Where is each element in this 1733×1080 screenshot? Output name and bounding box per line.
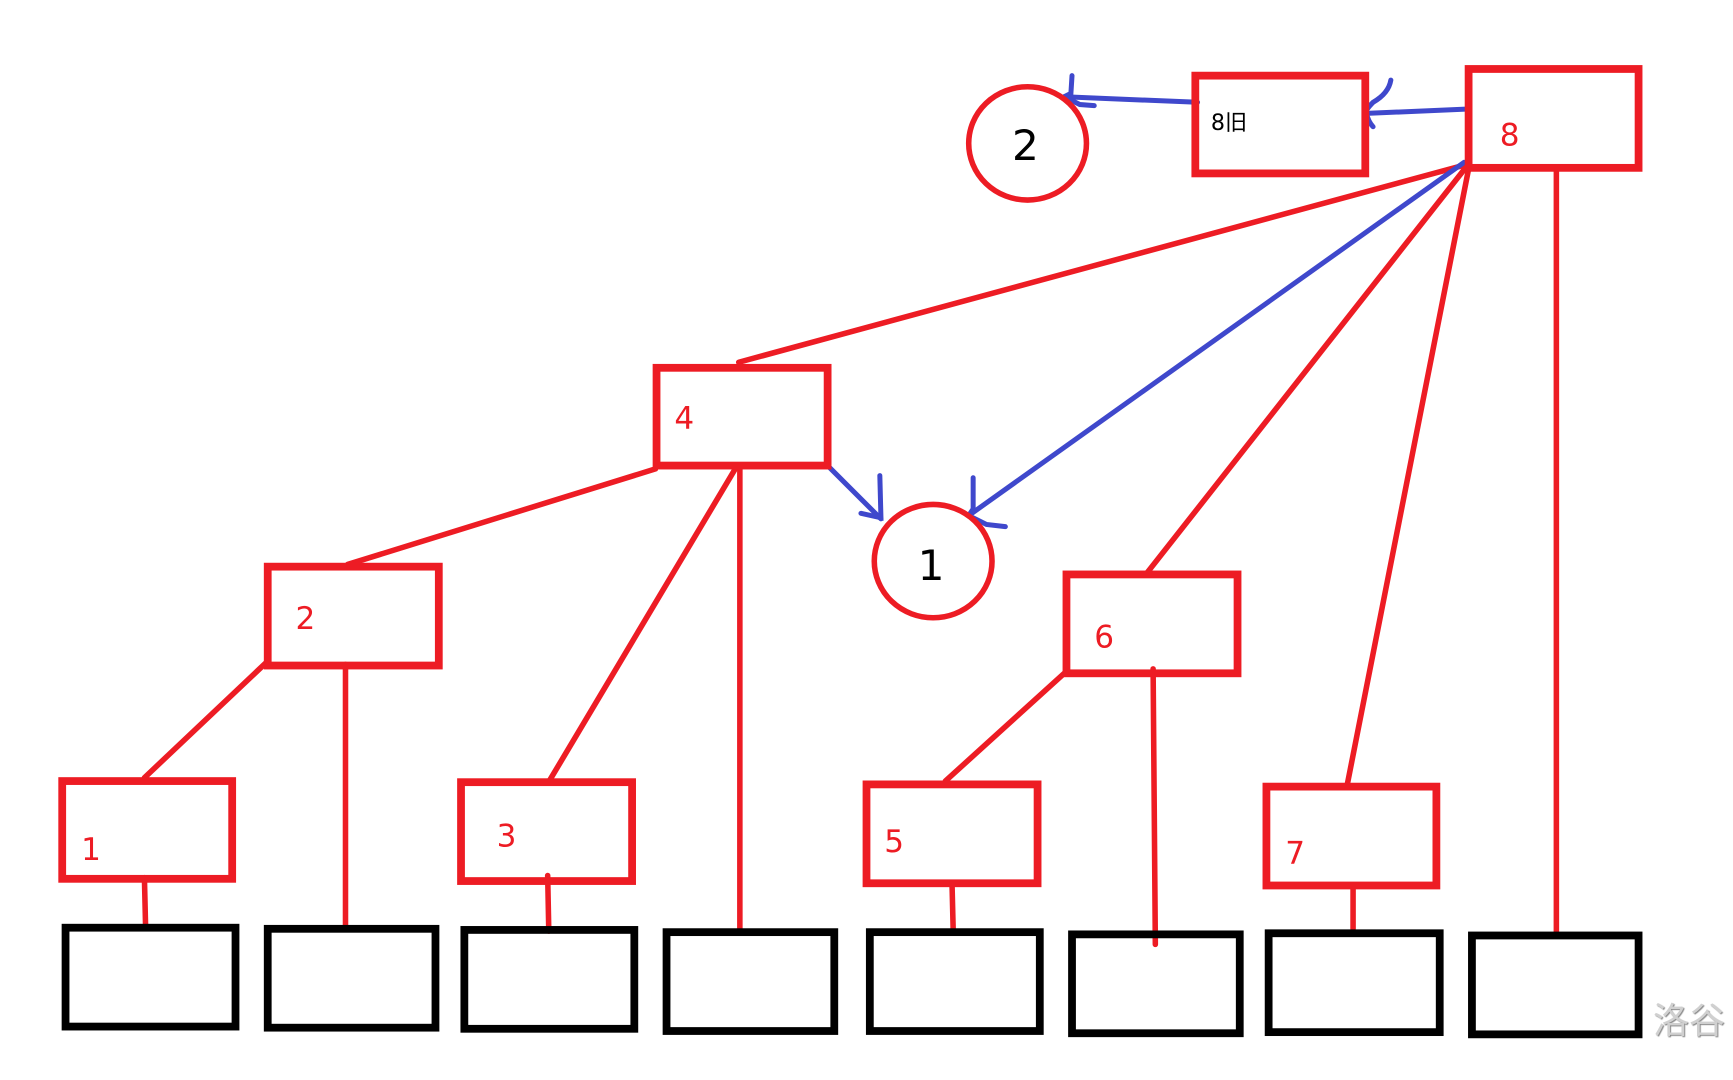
node-label: 7 — [1285, 835, 1305, 871]
arrow-8-to-circle1 — [966, 159, 1467, 519]
circle-2: 2 — [965, 83, 1090, 203]
edge-6-5 — [942, 670, 1068, 784]
node-6: 6 — [1062, 570, 1242, 678]
node-label: 6 — [1094, 620, 1114, 656]
leaf-8 — [1468, 931, 1643, 1039]
edge-1-leaf1 — [141, 874, 149, 928]
node-7: 7 — [1262, 782, 1441, 890]
node-8: 8 — [1464, 65, 1643, 172]
leaf-1 — [61, 923, 240, 1031]
edge-6-leaf6 — [1150, 666, 1159, 948]
leaf-6 — [1068, 930, 1244, 1038]
arrow-4-to-circle1 — [826, 464, 884, 522]
arrowhead-icon — [858, 473, 884, 521]
node-label: 5 — [884, 824, 904, 860]
node-8-old: 8旧 — [1191, 71, 1370, 178]
node-5: 5 — [862, 780, 1042, 888]
node-2: 2 — [263, 562, 443, 670]
node-3: 3 — [457, 778, 636, 885]
edge-8-4 — [735, 161, 1470, 366]
watermark: 洛谷 — [1652, 1001, 1725, 1042]
leaf-5 — [865, 928, 1044, 1035]
edge-8-7 — [1344, 166, 1472, 787]
edge-2-1 — [141, 659, 270, 781]
node-label: 1 — [81, 832, 101, 868]
leaf-4 — [662, 928, 839, 1035]
edge-8-6 — [1144, 163, 1470, 575]
blue-arrows — [653, 73, 1472, 530]
node-4: 4 — [652, 363, 832, 470]
edge-4-3 — [547, 463, 740, 783]
circle-label: 2 — [1012, 121, 1039, 170]
tree-edges — [141, 161, 1560, 948]
node-1: 1 — [58, 777, 237, 883]
arrowhead-icon — [1363, 77, 1394, 130]
leaf-7 — [1264, 929, 1444, 1037]
circle-label: 1 — [918, 541, 945, 590]
leaf-2 — [263, 924, 440, 1032]
circle-1: 1 — [871, 501, 995, 621]
edge-4-2 — [344, 466, 659, 568]
node-label: 8 — [1500, 118, 1520, 154]
node-label: 8旧 — [1211, 110, 1247, 136]
arrow-old8-to-circle2 — [1061, 94, 1201, 105]
leaf-boxes — [61, 923, 1643, 1039]
leaf-3 — [460, 926, 639, 1033]
node-label: 3 — [497, 819, 517, 855]
node-label: 2 — [295, 601, 315, 637]
edge-5-leaf5 — [949, 881, 956, 932]
arrow-8-to-old8 — [1363, 106, 1472, 116]
node-label: 4 — [674, 401, 694, 437]
